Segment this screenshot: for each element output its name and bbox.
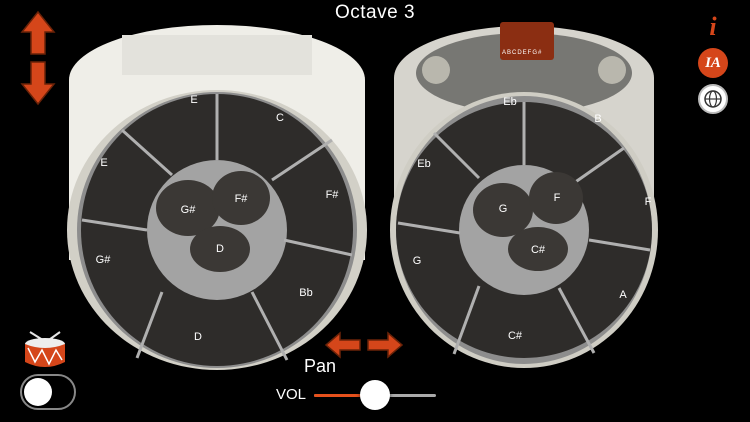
pan-label: Pan bbox=[303, 356, 337, 376]
right-note-b[interactable]: B bbox=[594, 113, 602, 125]
octave-title: Octave 3 bbox=[334, 2, 416, 23]
right-note-f-inner[interactable]: F bbox=[553, 192, 561, 204]
left-note-d-inner[interactable]: D bbox=[216, 243, 224, 255]
right-note-g-outer[interactable]: G bbox=[412, 255, 422, 267]
drum-toggle[interactable] bbox=[20, 374, 76, 410]
left-note-e-left[interactable]: E bbox=[100, 157, 108, 169]
left-note-bb[interactable]: Bb bbox=[299, 287, 313, 299]
right-note-eb-top[interactable]: Eb bbox=[503, 96, 517, 108]
left-note-f-sharp-inner[interactable]: F# bbox=[234, 193, 248, 205]
right-note-a[interactable]: A bbox=[619, 289, 627, 301]
ia-icon: IA bbox=[705, 54, 721, 71]
right-handpan: ABCDEFG# Eb B Eb F G A C# G F C# bbox=[384, 18, 664, 372]
left-note-e-top[interactable]: E bbox=[190, 94, 198, 106]
left-note-c[interactable]: C bbox=[276, 112, 284, 124]
left-note-d-bottom[interactable]: D bbox=[194, 331, 202, 343]
right-note-f-outer[interactable]: F bbox=[644, 196, 652, 208]
volume-label: VOL bbox=[276, 386, 307, 403]
left-note-f-sharp-outer[interactable]: F# bbox=[325, 189, 339, 201]
mini-keyboard-labels: ABCDEFG# bbox=[502, 50, 543, 56]
right-note-c-sharp-inner[interactable]: C# bbox=[530, 244, 546, 256]
volume-thumb[interactable] bbox=[360, 380, 390, 410]
ia-button[interactable]: IA bbox=[698, 48, 728, 78]
drum-toggle-knob bbox=[24, 378, 52, 406]
right-note-c-sharp-bottom[interactable]: C# bbox=[507, 330, 523, 342]
octave-up-down-icon[interactable] bbox=[20, 10, 56, 106]
left-note-g-sharp-inner[interactable]: G# bbox=[180, 204, 196, 216]
right-note-g-inner[interactable]: G bbox=[498, 203, 508, 215]
globe-button[interactable] bbox=[698, 84, 728, 114]
volume-fill bbox=[314, 394, 375, 397]
left-handpan: E C E F# G# Bb D G# F# D bbox=[62, 20, 372, 372]
info-button[interactable]: i bbox=[698, 12, 728, 42]
right-note-eb-left[interactable]: Eb bbox=[417, 158, 431, 170]
drum-icon[interactable] bbox=[20, 330, 70, 370]
info-icon: i bbox=[709, 12, 717, 41]
switch-pan-arrows-icon[interactable] bbox=[324, 331, 404, 359]
left-note-g-sharp-outer[interactable]: G# bbox=[95, 254, 111, 266]
globe-icon bbox=[704, 90, 722, 108]
